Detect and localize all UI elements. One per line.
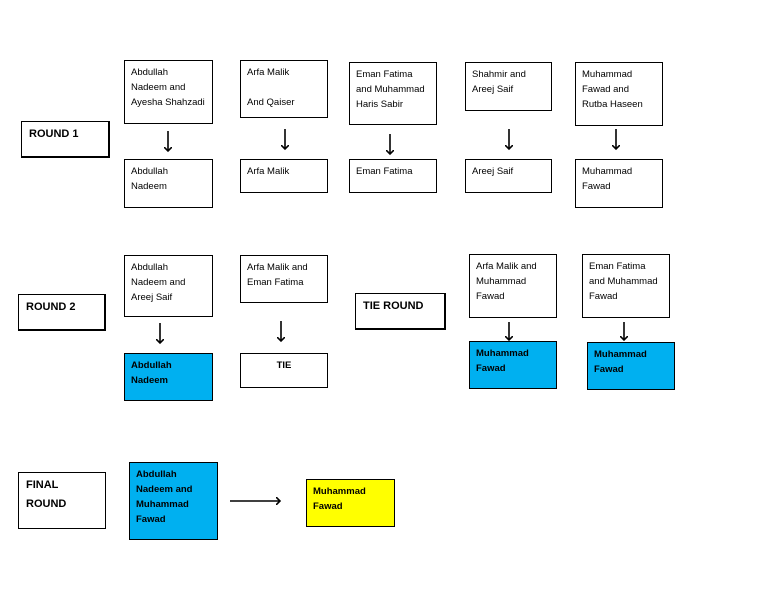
round-2-label: ROUND 2 <box>18 294 106 331</box>
round-1-match-5-winner: Muhammad Fawad <box>575 159 663 208</box>
round-2-match-2-entrants: Arfa Malik and Eman Fatima <box>240 255 328 303</box>
final-round-champion: Muhammad Fawad <box>306 479 395 527</box>
tie-round-match-2-winner: Muhammad Fawad <box>587 342 675 390</box>
round-1-match-1-entrants: Abdullah Nadeem and Ayesha Shahzadi <box>124 60 213 124</box>
tie-round-match-1-winner: Muhammad Fawad <box>469 341 557 389</box>
round-1-match-1-winner: Abdullah Nadeem <box>124 159 213 208</box>
final-round-entrants: Abdullah Nadeem and Muhammad Fawad <box>129 462 218 540</box>
round-1-match-4-winner: Areej Saif <box>465 159 552 193</box>
round-1-match-3-entrants: Eman Fatima and Muhammad Haris Sabir <box>349 62 437 125</box>
round-1-match-2-entrants: Arfa Malik And Qaiser <box>240 60 328 118</box>
tie-round-match-1-entrants: Arfa Malik and Muhammad Fawad <box>469 254 557 318</box>
final-round-label: FINAL ROUND <box>18 472 106 529</box>
round-2-match-2-result: TIE <box>240 353 328 388</box>
round-1-match-4-entrants: Shahmir and Areej Saif <box>465 62 552 111</box>
round-1-match-5-entrants: Muhammad Fawad and Rutba Haseen <box>575 62 663 126</box>
round-2-match-1-entrants: Abdullah Nadeem and Areej Saif <box>124 255 213 317</box>
round-1-match-2-winner: Arfa Malik <box>240 159 328 193</box>
tie-round-label: TIE ROUND <box>355 293 446 330</box>
round-2-match-1-winner: Abdullah Nadeem <box>124 353 213 401</box>
round-1-match-3-winner: Eman Fatima <box>349 159 437 193</box>
tie-round-match-2-entrants: Eman Fatima and Muhammad Fawad <box>582 254 670 318</box>
round-1-label: ROUND 1 <box>21 121 110 158</box>
